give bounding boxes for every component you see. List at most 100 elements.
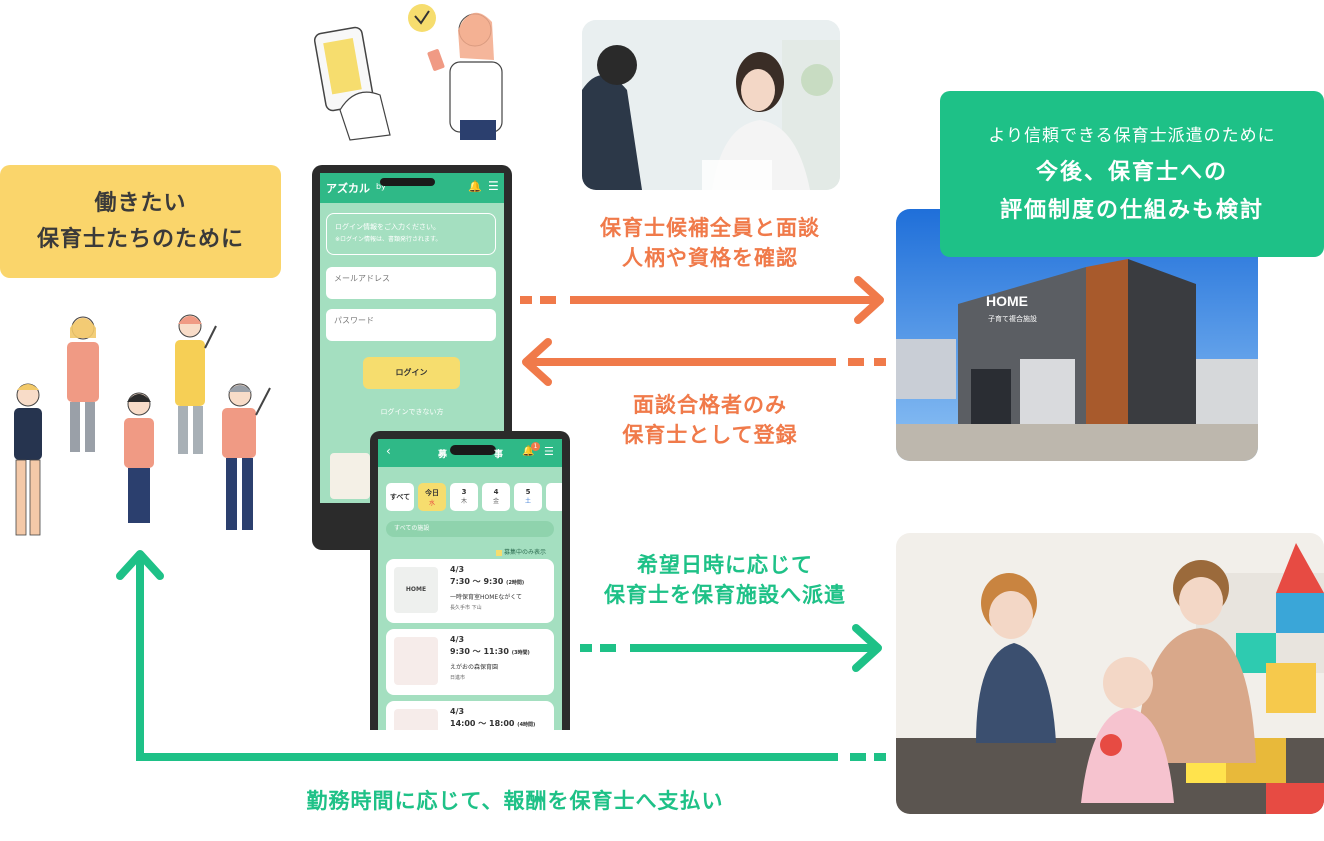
login-notice-line2: ※ログイン情報は、書類発行されます。 (335, 236, 442, 243)
interview-flow-line2: 人柄や資格を確認 (622, 246, 798, 270)
bell-icon[interactable]: 🔔 (468, 180, 482, 193)
dispatch-flow-line1: 希望日時に応じて (637, 553, 813, 577)
menu-icon[interactable]: ☰ (544, 445, 554, 458)
phone-notch (380, 178, 435, 186)
future-plan-subtitle: より信頼できる保育士派遣のために (988, 126, 1276, 146)
dispatch-flow-text: 希望日時に応じて 保育士を保育施設へ派遣 (580, 550, 870, 610)
caregiver-figure-3 (124, 392, 154, 523)
interview-photo (582, 20, 840, 190)
caregiver-figure-5 (222, 383, 271, 530)
cant-login-link[interactable]: ログインできない方 (380, 408, 444, 416)
future-plan-line2: 評価制度の仕組みも検討 (999, 198, 1264, 223)
nursery-photo-art (896, 533, 1324, 814)
job-hours: (3時間) (511, 650, 530, 656)
register-flow-text: 面談合格者のみ 保育士として登録 (570, 390, 850, 450)
job-list-phone: ‹ 募 事 🔔 1 ☰ すべて 今日 水 3 木 4 金 5 土 す (370, 431, 570, 730)
job-header-end: 事 (494, 450, 504, 460)
register-arrow (522, 338, 886, 386)
job-hours: (4時間) (517, 722, 536, 728)
interview-photo-art (582, 20, 840, 190)
job-date: 4/3 (450, 635, 465, 644)
hand-sketch (339, 91, 391, 141)
phone-user-illustration (313, 4, 503, 141)
tab-day-3-label: 3 (461, 488, 467, 496)
checkbox-icon (496, 549, 502, 556)
caregivers-label: 働きたい 保育士たちのために (0, 165, 281, 278)
building-sign-sub: 子育て複合施設 (988, 314, 1037, 323)
job-thumbnail (394, 637, 438, 685)
job-location: 長久手市 下山 (450, 605, 482, 611)
payment-arrow (116, 550, 886, 761)
tab-day-3[interactable]: 3 木 (450, 483, 478, 511)
login-screen: アズカル by 🔔 ☰ ログイン情報をご入力ください。 ※ログイン情報は、書類発… (320, 173, 504, 503)
job-thumbnail (394, 709, 438, 730)
tab-today-label: 今日 (425, 489, 439, 497)
caregiver-figure-1 (14, 383, 42, 536)
payment-flow-text: 勤務時間に応じて、報酬を保育士へ支払い (306, 789, 724, 813)
tab-day-4-weekday: 金 (492, 498, 499, 505)
job-time: 7:30 〜 9:30 (2時間) (450, 576, 524, 587)
register-flow-line1: 面談合格者のみ (633, 393, 787, 417)
future-plan-label: より信頼できる保育士派遣のために 今後、保育士への 評価制度の仕組みも検討 (940, 91, 1324, 257)
caregivers-label-line1: 働きたい (94, 190, 187, 216)
tab-day-4[interactable]: 4 金 (482, 483, 510, 511)
tab-day-5-label: 5 (525, 488, 531, 496)
job-card[interactable]: HOME 4/3 7:30 〜 9:30 (2時間) 一時保育室HOMEながくて… (386, 559, 554, 623)
job-time-range: 7:30 〜 9:30 (450, 577, 504, 586)
bell-icon[interactable]: 🔔 (522, 446, 535, 457)
tab-day-4-label: 4 (493, 488, 499, 496)
interview-arrow (520, 276, 884, 324)
login-notice-box: ログイン情報をご入力ください。 ※ログイン情報は、書類発行されます。 (326, 213, 496, 255)
job-thumbnail: HOME (394, 567, 438, 613)
job-hours: (2時間) (506, 580, 525, 586)
tab-day-5-weekday: 土 (524, 498, 531, 505)
caregivers-illustration (14, 314, 271, 536)
job-list-screen: ‹ 募 事 🔔 1 ☰ すべて 今日 水 3 木 4 金 5 土 す (378, 439, 562, 730)
tab-day-5[interactable]: 5 土 (514, 483, 542, 511)
tab-today-weekday: 水 (428, 500, 435, 507)
open-only-checkbox[interactable]: 募集中のみ表示 (496, 547, 556, 556)
future-plan-line1: 今後、保育士への (1035, 160, 1228, 185)
login-notice-line1: ログイン情報をご入力ください。 (335, 223, 440, 231)
open-only-label: 募集中のみ表示 (504, 549, 547, 556)
phone-notch (450, 445, 496, 455)
job-location: 日進市 (450, 675, 466, 681)
menu-icon[interactable]: ☰ (488, 179, 499, 193)
job-date: 4/3 (450, 707, 465, 716)
job-card[interactable]: 4/3 14:00 〜 18:00 (4時間) (386, 701, 554, 730)
tab-all[interactable]: すべて (386, 483, 414, 511)
job-date: 4/3 (450, 565, 465, 574)
job-time-range: 9:30 〜 11:30 (450, 647, 509, 656)
login-illustration-thumb (330, 453, 370, 499)
job-facility: えがおの森保育園 (450, 664, 499, 671)
building-sign: HOME (986, 293, 1028, 309)
job-facility: 一時保育室HOMEながくて (450, 594, 523, 601)
register-flow-line2: 保育士として登録 (622, 423, 798, 447)
tab-next-partial[interactable] (546, 483, 562, 511)
interview-flow-text: 保育士候補全員と面談 人柄や資格を確認 (570, 213, 850, 273)
tab-day-3-weekday: 木 (460, 498, 467, 505)
dispatch-flow-line2: 保育士を保育施設へ派遣 (604, 583, 846, 607)
tab-today[interactable]: 今日 水 (418, 483, 446, 511)
app-name: アズカル (326, 182, 370, 195)
caregiver-figure-2 (67, 316, 99, 452)
dispatch-arrow (580, 624, 882, 672)
job-time-range: 14:00 〜 18:00 (450, 719, 515, 728)
nursery-photo (896, 533, 1324, 814)
job-card[interactable]: 4/3 9:30 〜 11:30 (3時間) えがおの森保育園 日進市 (386, 629, 554, 695)
caregiver-figure-4 (175, 314, 217, 454)
job-time: 9:30 〜 11:30 (3時間) (450, 646, 530, 657)
app-by: by (376, 182, 386, 191)
login-app-bar: アズカル by 🔔 ☰ (320, 173, 504, 203)
facility-search-input[interactable]: すべての施設 (386, 521, 554, 537)
email-field[interactable]: メールアドレス (326, 267, 496, 299)
notification-badge: 1 (531, 442, 540, 451)
password-field[interactable]: パスワード (326, 309, 496, 341)
job-header-start: 募 (438, 450, 448, 460)
job-app-bar: ‹ 募 事 🔔 1 ☰ (378, 439, 562, 467)
login-button[interactable]: ログイン (363, 357, 460, 389)
tab-all-label: すべて (389, 493, 411, 501)
caregivers-label-line2: 保育士たちのために (36, 226, 244, 252)
back-icon[interactable]: ‹ (386, 444, 391, 458)
